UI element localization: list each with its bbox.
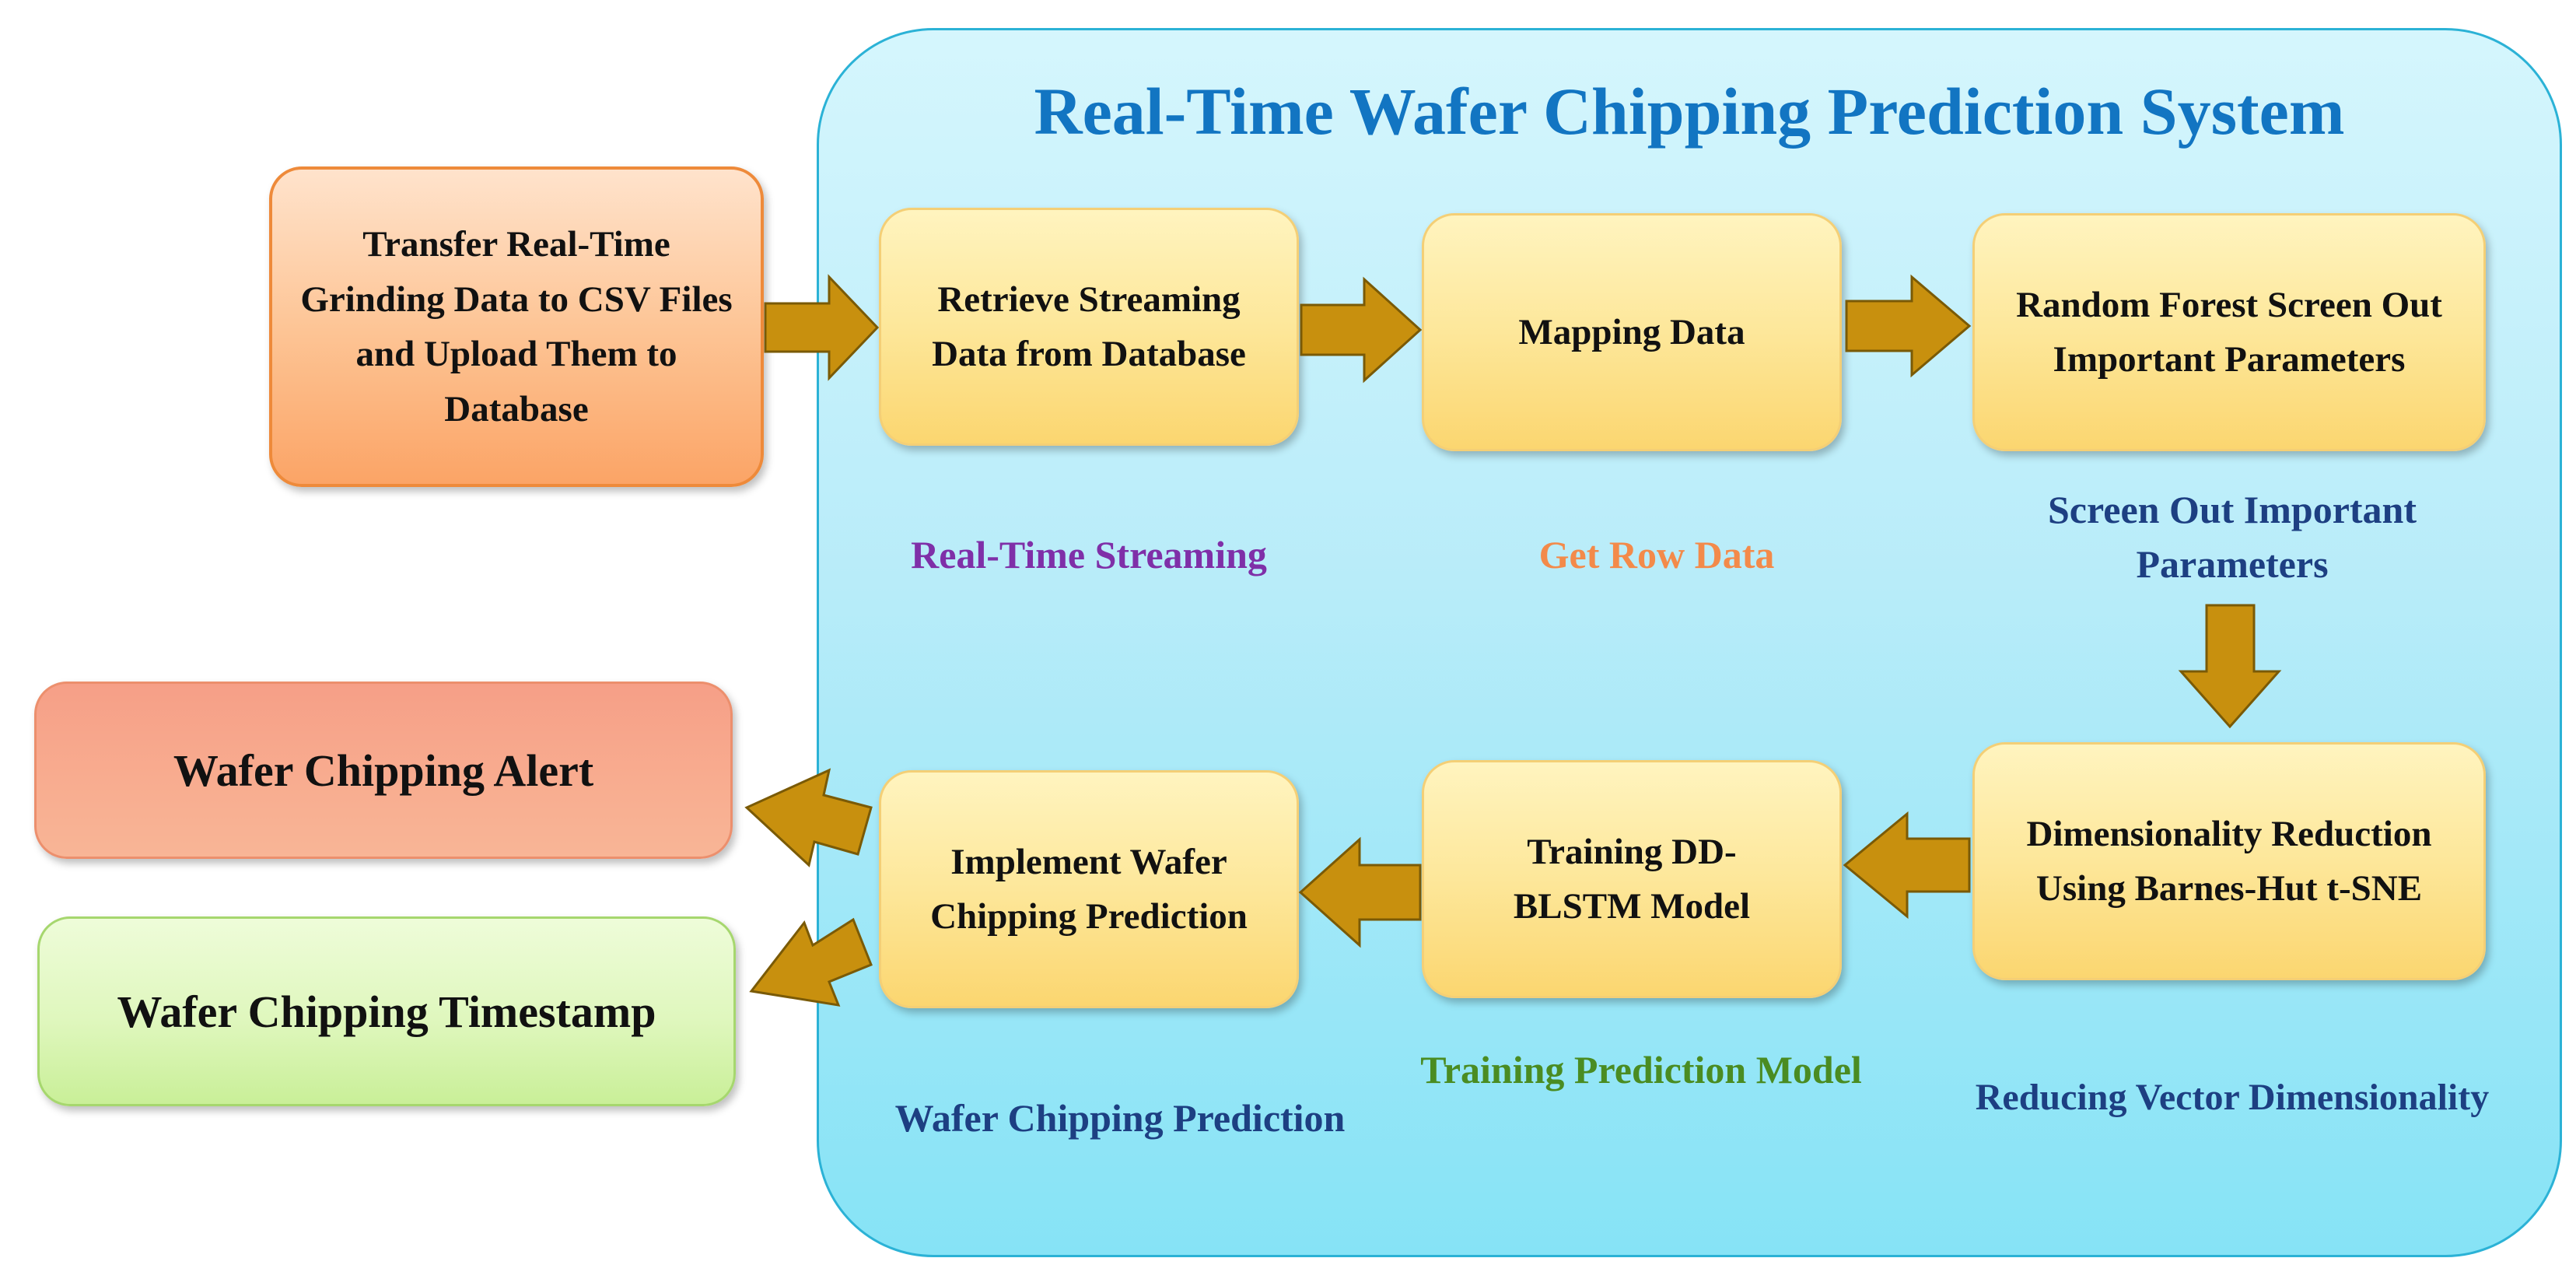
mapping-data-label: Mapping Data — [1518, 311, 1745, 352]
caption-training-prediction-model: Training Prediction Model — [1420, 1048, 1862, 1092]
retrieve-data-box: Retrieve Streaming Data from Database — [879, 208, 1299, 446]
caption-screen-out-parameters: Screen Out Important Parameters — [2047, 488, 2417, 586]
training-model-box: Training DD-BLSTM Model — [1422, 760, 1842, 998]
transfer-data-box: Transfer Real-Time Grinding Data to CSV … — [269, 166, 764, 487]
implement-prediction-box: Implement Wafer Chipping Prediction — [879, 770, 1299, 1008]
wafer-chipping-timestamp-box: Wafer Chipping Timestamp — [37, 916, 736, 1106]
arrow-training-to-implement — [1298, 836, 1422, 948]
implement-prediction-label: Implement Wafer Chipping Prediction — [930, 841, 1248, 937]
arrow-implement-to-timestamp — [749, 917, 873, 1007]
arrow-screen-out-to-dimensionality — [2178, 604, 2282, 729]
arrow-retrieve-to-mapping — [1300, 276, 1423, 384]
retrieve-data-label: Retrieve Streaming Data from Database — [932, 279, 1246, 375]
caption-get-row-data: Get Row Data — [1538, 533, 1775, 576]
arrow-implement-to-alert — [744, 768, 873, 867]
system-title: Real-Time Wafer Chipping Prediction Syst… — [1034, 74, 2345, 149]
transfer-data-label: Transfer Real-Time Grinding Data to CSV … — [300, 224, 733, 429]
dimensionality-reduction-box: Dimensionality Reduction Using Barnes-Hu… — [1972, 742, 2486, 980]
arrow-mapping-to-random-forest — [1845, 274, 1972, 378]
random-forest-box: Random Forest Screen Out Important Param… — [1972, 213, 2486, 451]
wafer-chipping-alert-box: Wafer Chipping Alert — [34, 682, 733, 859]
wafer-chipping-timestamp-label: Wafer Chipping Timestamp — [117, 986, 656, 1037]
wafer-chipping-alert-label: Wafer Chipping Alert — [173, 745, 594, 796]
arrow-dimensionality-to-training — [1843, 811, 1971, 920]
dimensionality-reduction-label: Dimensionality Reduction Using Barnes-Hu… — [2026, 813, 2432, 909]
arrow-transfer-to-retrieve — [764, 274, 880, 381]
training-model-label: Training DD-BLSTM Model — [1513, 831, 1751, 927]
random-forest-label: Random Forest Screen Out Important Param… — [2016, 284, 2442, 380]
caption-wafer-chipping-prediction: Wafer Chipping Prediction — [894, 1096, 1346, 1140]
caption-reducing-vector-dimensionality: Reducing Vector Dimensionality — [1975, 1077, 2490, 1118]
mapping-data-box: Mapping Data — [1422, 213, 1842, 451]
caption-real-time-streaming: Real-Time Streaming — [911, 533, 1267, 576]
